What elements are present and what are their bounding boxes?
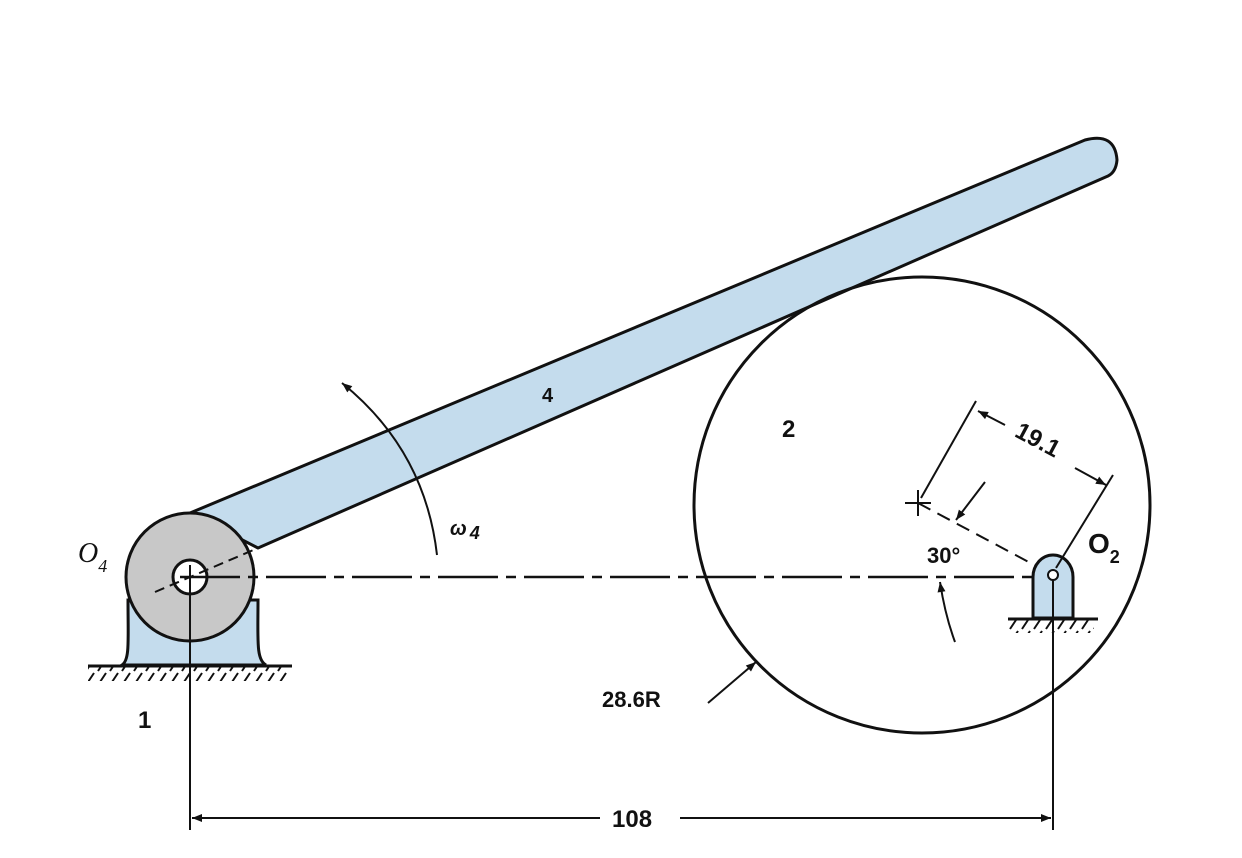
link-4-label: 4: [542, 385, 554, 407]
o2-label: O2: [1088, 528, 1120, 567]
pivot-o2-support: [1008, 553, 1098, 830]
angle-label: 30°: [927, 543, 960, 568]
cam-2-circle[interactable]: [692, 275, 1152, 735]
omega-4-arrow: [341, 382, 438, 556]
distance-label: 108: [612, 806, 652, 833]
link-4-arm[interactable]: [188, 136, 1119, 550]
offset-dimension: [920, 400, 1114, 569]
o4-label: O4: [78, 538, 107, 576]
cam-2-label: 2: [782, 416, 795, 443]
frame-1-label: 1: [138, 707, 151, 734]
radius-label: 28.6R: [602, 687, 661, 712]
